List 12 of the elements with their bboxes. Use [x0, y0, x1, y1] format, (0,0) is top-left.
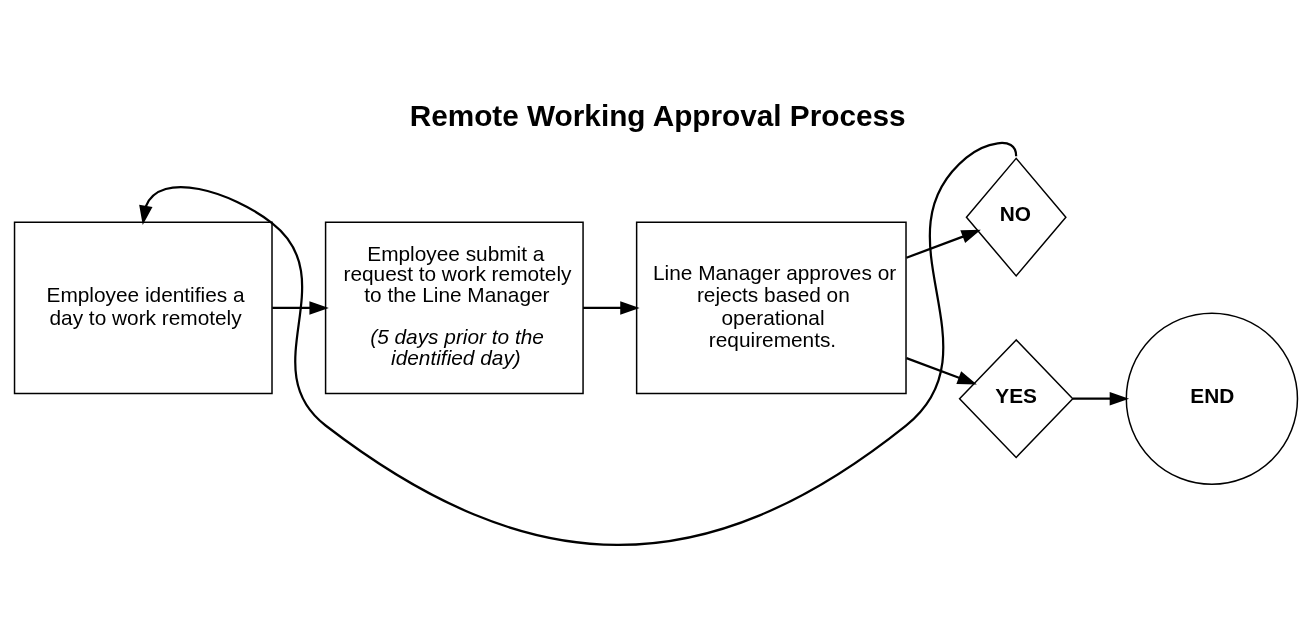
- arrow: [583, 300, 640, 315]
- arrow: [272, 300, 329, 315]
- arrow: [139, 142, 1018, 546]
- diagram-title: Remote Working Approval Process: [409, 98, 906, 132]
- node-box: Line Manager approves or rejects based on operational requirements.: [635, 221, 907, 394]
- arrow: [906, 229, 981, 259]
- node-box: Employee submit a request to work remotely to the Line Manager (5 days prior to the identified day): [324, 221, 584, 394]
- arrow: [1072, 391, 1130, 405]
- arrow: [906, 356, 977, 385]
- node-diamond: NO: [965, 156, 1067, 277]
- node-box: Employee identifies a day to work remotely: [13, 221, 273, 394]
- node-circle: END: [1125, 311, 1299, 485]
